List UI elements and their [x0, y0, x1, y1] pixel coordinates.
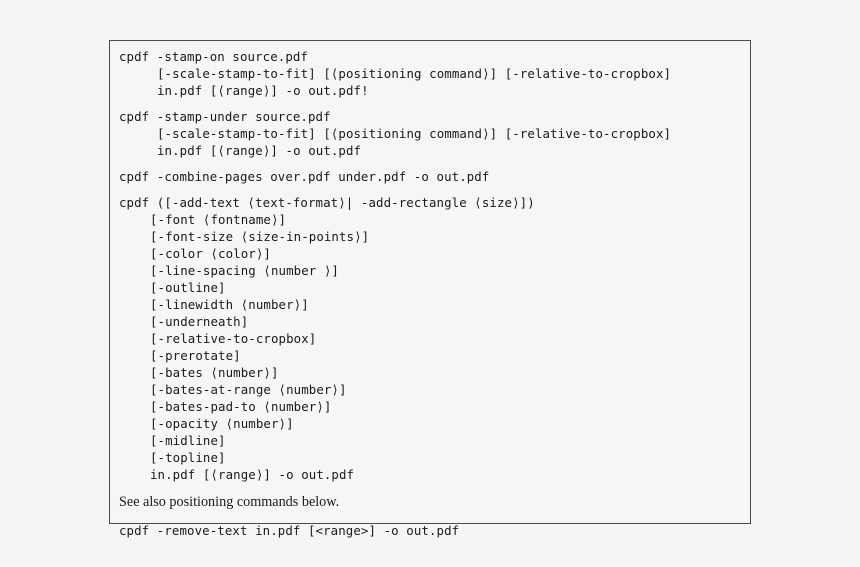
note-line: See also positioning commands below.: [119, 494, 340, 510]
command-line: [-outline]: [150, 280, 226, 295]
usage-block-see-also-note: See also positioning commands below.: [110, 494, 750, 511]
usage-block-add-text: cpdf ([-add-text ⟨text-format⟩| -add-rec…: [110, 194, 750, 483]
command-line: [-bates-at-range ⟨number⟩]: [150, 382, 347, 397]
command-line: [-relative-to-cropbox]: [150, 331, 317, 346]
command-line: cpdf ([-add-text ⟨text-format⟩| -add-rec…: [119, 195, 535, 210]
command-line: [-prerotate]: [150, 348, 241, 363]
command-line: [-linewidth ⟨number⟩]: [150, 297, 309, 312]
command-line: [-line-spacing ⟨number ⟩]: [150, 263, 339, 278]
command-line: cpdf -stamp-under source.pdf: [119, 109, 331, 124]
command-line: [-font-size ⟨size-in-points⟩]: [150, 229, 370, 244]
usage-block-combine-pages: cpdf -combine-pages over.pdf under.pdf -…: [110, 168, 750, 185]
usage-block-stamp-on: cpdf -stamp-on source.pdf [-scale-stamp-t…: [110, 48, 750, 99]
usage-syntax-content: cpdf -stamp-on source.pdf [-scale-stamp-t…: [110, 41, 750, 539]
command-line: in.pdf [⟨range⟩] -o out.pdf: [150, 467, 355, 482]
command-line: in.pdf [⟨range⟩] -o out.pdf!: [157, 83, 369, 98]
command-line: cpdf -remove-text in.pdf [<range>] -o ou…: [119, 523, 460, 538]
usage-block-stamp-under: cpdf -stamp-under source.pdf [-scale-stam…: [110, 108, 750, 159]
command-line: [-font ⟨fontname⟩]: [150, 212, 287, 227]
command-line: [-underneath]: [150, 314, 249, 329]
command-line: cpdf -combine-pages over.pdf under.pdf -…: [119, 169, 490, 184]
command-line: [-scale-stamp-to-fit] [⟨positioning comm…: [157, 126, 672, 141]
command-line: [-scale-stamp-to-fit] [⟨positioning comm…: [157, 66, 672, 81]
command-line: [-midline]: [150, 433, 226, 448]
command-line: in.pdf [⟨range⟩] -o out.pdf: [157, 143, 362, 158]
command-line: cpdf -stamp-on source.pdf: [119, 49, 308, 64]
usage-syntax-box: cpdf -stamp-on source.pdf [-scale-stamp-t…: [109, 40, 751, 538]
usage-block-remove-text: cpdf -remove-text in.pdf [<range>] -o ou…: [110, 522, 750, 539]
command-line: [-bates ⟨number⟩]: [150, 365, 279, 380]
command-line: [-topline]: [150, 450, 226, 465]
command-line: [-opacity ⟨number⟩]: [150, 416, 294, 431]
command-line: [-color ⟨color⟩]: [150, 246, 271, 261]
command-line: [-bates-pad-to ⟨number⟩]: [150, 399, 332, 414]
